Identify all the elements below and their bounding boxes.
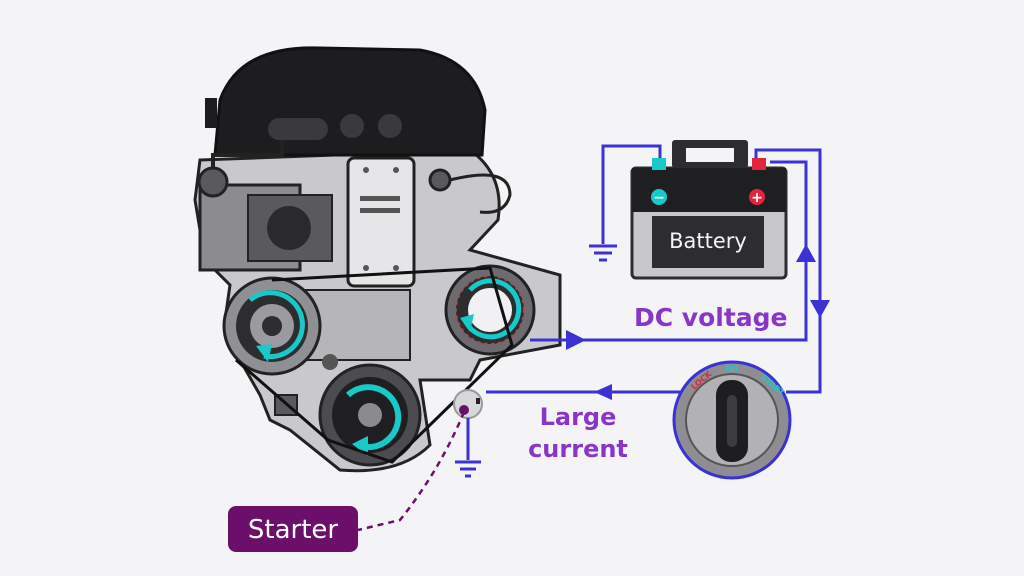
center-plate — [346, 156, 416, 288]
ground-symbol-starter — [455, 460, 481, 478]
ground-symbol-battery — [589, 244, 617, 262]
ignition-switch: LOCK ON START — [672, 360, 792, 480]
engine-illustration — [193, 46, 562, 473]
valve-cover — [213, 46, 487, 157]
valve-cover-slot — [268, 118, 328, 140]
battery-positive-terminal — [749, 189, 765, 205]
ignition-on-label: ON — [725, 364, 739, 373]
starter-badge: Starter — [228, 506, 358, 552]
large-current-label-line1: Large — [540, 403, 617, 431]
battery-plus-symbol: + — [751, 190, 763, 206]
starter-label: Starter — [248, 515, 339, 545]
battery-minus-symbol: − — [653, 190, 665, 206]
alternator — [444, 264, 536, 356]
bottom-pulley — [318, 363, 422, 467]
battery-label: Battery — [669, 229, 747, 253]
crankshaft-pulley — [222, 276, 322, 376]
wiring — [466, 144, 822, 460]
large-current-label-line2: current — [528, 435, 628, 463]
wire-arrows — [566, 244, 830, 400]
battery: − + Battery — [630, 140, 788, 280]
battery-negative-terminal — [651, 189, 667, 205]
starter-motor — [453, 389, 483, 419]
dc-voltage-label: DC voltage — [634, 303, 788, 332]
drive-belt — [235, 266, 514, 464]
starter-leader-line — [357, 411, 466, 532]
